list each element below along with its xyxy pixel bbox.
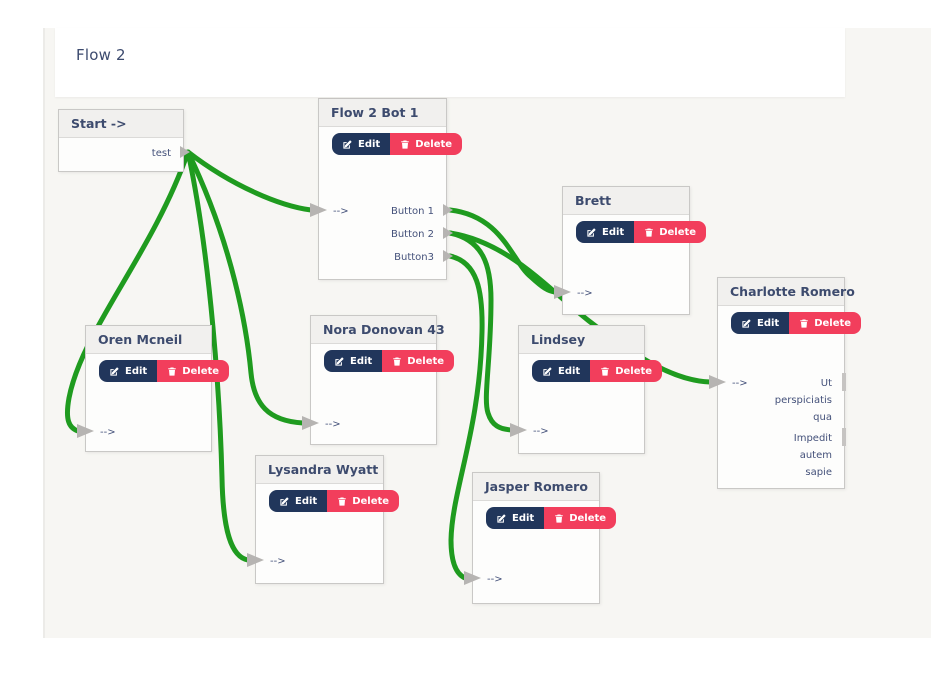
edit-button[interactable]: Edit [486, 507, 545, 529]
node-header[interactable]: Nora Donovan 43 [311, 316, 445, 344]
node-actions: Edit Delete [99, 360, 230, 382]
trash-icon [168, 366, 176, 376]
pencil-square-icon [742, 318, 751, 328]
delete-button-label: Delete [352, 495, 390, 507]
output-port[interactable]: Button 2 [390, 229, 434, 240]
node-title: Nora Donovan 43 [323, 322, 445, 337]
input-port[interactable]: --> [533, 426, 549, 437]
pencil-square-icon [587, 227, 596, 237]
node-actions: Edit Delete [731, 312, 862, 334]
edit-button[interactable]: Edit [99, 360, 158, 382]
pencil-square-icon [280, 496, 289, 506]
node-title: Start -> [71, 116, 127, 131]
delete-button[interactable]: Delete [327, 490, 400, 512]
flow-title: Flow 2 [76, 46, 126, 64]
edit-button[interactable]: Edit [332, 133, 391, 155]
trash-icon [601, 366, 609, 376]
node-header[interactable]: Start -> [59, 110, 183, 138]
delete-button-label: Delete [182, 365, 220, 377]
node-title: Flow 2 Bot 1 [331, 105, 419, 120]
delete-button[interactable]: Delete [590, 360, 663, 382]
flow-node-bot1[interactable]: Flow 2 Bot 1 Edit Delete --> Button 1 Button … [318, 98, 463, 280]
input-port[interactable]: --> [270, 556, 286, 567]
delete-button-label: Delete [415, 138, 453, 150]
node-header[interactable]: Lindsey [519, 326, 644, 354]
node-header[interactable]: Lysandra Wyatt [256, 456, 383, 484]
flow-node-nora[interactable]: Nora Donovan 43 Edit Delete --> [310, 315, 455, 445]
node-header[interactable]: Oren Mcneil [86, 326, 211, 354]
edit-button-label: Edit [558, 365, 581, 377]
edit-button-label: Edit [757, 317, 780, 329]
output-port[interactable]: Impedit autem sapie [793, 433, 832, 478]
input-port[interactable]: --> [577, 288, 593, 299]
trash-icon [645, 227, 653, 237]
node-title: Brett [575, 193, 612, 208]
edit-button-label: Edit [358, 138, 381, 150]
node-title: Oren Mcneil [98, 332, 183, 347]
input-port[interactable]: --> [487, 574, 503, 585]
delete-button[interactable]: Delete [157, 360, 230, 382]
node-header[interactable]: Jasper Romero [473, 473, 599, 501]
pencil-square-icon [343, 139, 352, 149]
node-actions: Edit Delete [324, 350, 455, 372]
node-title: Charlotte Romero [730, 284, 855, 299]
edit-button-label: Edit [295, 495, 318, 507]
node-actions: Edit Delete [269, 490, 400, 512]
node-actions: Edit Delete [532, 360, 663, 382]
output-port[interactable]: Ut perspiciatis qua [774, 378, 832, 423]
node-title: Lindsey [531, 332, 586, 347]
output-port[interactable]: Button 1 [390, 206, 434, 217]
delete-button[interactable]: Delete [544, 507, 617, 529]
input-port[interactable]: --> [333, 206, 349, 217]
edit-button-label: Edit [512, 512, 535, 524]
flow-node-start[interactable]: Start -> test [58, 109, 184, 172]
flow-header: Flow 2 [55, 28, 845, 97]
node-title: Jasper Romero [485, 479, 588, 494]
input-port[interactable]: --> [100, 427, 116, 438]
output-port[interactable]: Button3 [394, 252, 434, 263]
edit-button-label: Edit [125, 365, 148, 377]
delete-button[interactable]: Delete [634, 221, 707, 243]
delete-button[interactable]: Delete [789, 312, 862, 334]
edit-button[interactable]: Edit [731, 312, 790, 334]
input-port[interactable]: --> [325, 419, 341, 430]
edit-button[interactable]: Edit [576, 221, 635, 243]
edit-button-label: Edit [350, 355, 373, 367]
delete-button[interactable]: Delete [382, 350, 455, 372]
delete-button-label: Delete [814, 317, 852, 329]
node-actions: Edit Delete [332, 133, 463, 155]
pencil-square-icon [497, 513, 506, 523]
delete-button[interactable]: Delete [390, 133, 463, 155]
node-header[interactable]: Brett [563, 187, 689, 215]
input-port[interactable]: --> [732, 378, 748, 389]
trash-icon [800, 318, 808, 328]
node-actions: Edit Delete [576, 221, 707, 243]
edit-button-label: Edit [602, 226, 625, 238]
delete-button-label: Delete [569, 512, 607, 524]
output-port[interactable]: test [151, 148, 171, 159]
delete-button-label: Delete [615, 365, 653, 377]
delete-button-label: Delete [659, 226, 697, 238]
edit-button[interactable]: Edit [324, 350, 383, 372]
node-actions: Edit Delete [486, 507, 617, 529]
pencil-square-icon [335, 356, 344, 366]
trash-icon [401, 139, 409, 149]
node-title: Lysandra Wyatt [268, 462, 379, 477]
pencil-square-icon [543, 366, 552, 376]
delete-button-label: Delete [407, 355, 445, 367]
pencil-square-icon [110, 366, 119, 376]
node-header[interactable]: Flow 2 Bot 1 [319, 99, 446, 127]
edit-button[interactable]: Edit [269, 490, 328, 512]
node-header[interactable]: Charlotte Romero [718, 278, 855, 306]
edit-button[interactable]: Edit [532, 360, 591, 382]
trash-icon [393, 356, 401, 366]
trash-icon [555, 513, 563, 523]
trash-icon [338, 496, 346, 506]
